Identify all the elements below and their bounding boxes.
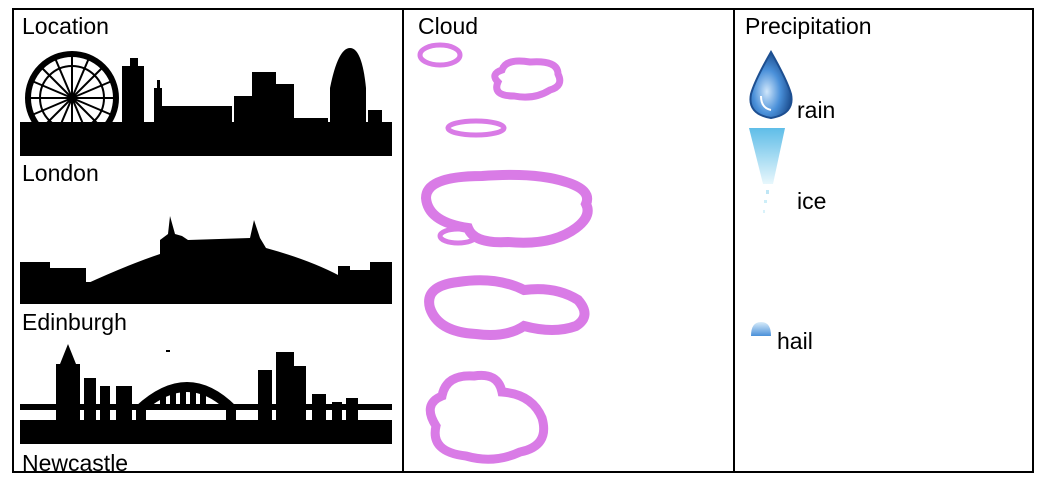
location-label-edinburgh: Edinburgh: [22, 309, 127, 335]
location-header: Location: [22, 13, 109, 39]
medium-cloud-icon: [424, 275, 590, 340]
weather-symbols-table: Location: [12, 8, 1034, 476]
cloud-header: Cloud: [418, 13, 479, 39]
round-cloud-icon: [425, 370, 549, 464]
precipitation-header: Precipitation: [745, 13, 872, 39]
icicle-icon: [749, 128, 785, 213]
hailstone-icon: [751, 322, 771, 336]
newcastle-skyline-icon: [20, 344, 392, 444]
cloud-column: Cloud: [404, 10, 733, 471]
london-skyline-icon: [20, 48, 392, 156]
small-clouds-icon: [417, 42, 564, 138]
edinburgh-skyline-icon: [20, 216, 392, 304]
precipitation-label-rain: rain: [797, 97, 836, 123]
location-label-newcastle: Newcastle: [22, 450, 129, 476]
location-label-london: London: [22, 160, 99, 186]
location-column: Location: [14, 10, 402, 476]
large-cloud-icon: [420, 169, 593, 248]
precipitation-label-hail: hail: [777, 328, 813, 354]
precipitation-column: Precipitation rain: [735, 10, 1032, 471]
precipitation-label-ice: ice: [797, 188, 827, 214]
column-divider: [402, 10, 404, 471]
column-divider: [733, 10, 735, 471]
raindrop-icon: [749, 49, 793, 120]
